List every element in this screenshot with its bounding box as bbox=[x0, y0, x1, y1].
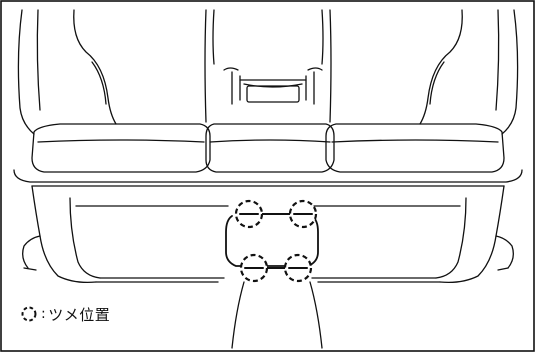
left-bolster bbox=[73, 9, 117, 125]
left-cushion bbox=[31, 123, 211, 173]
dashed-circle-icon bbox=[20, 305, 38, 323]
clip-tabs bbox=[239, 213, 313, 269]
front-left-inner bbox=[69, 197, 101, 279]
legend-label: ツメ位置 bbox=[48, 305, 111, 324]
left-bolster-crease bbox=[91, 61, 107, 105]
center-slot-curve bbox=[243, 83, 303, 88]
legend: : ツメ位置 bbox=[20, 304, 110, 324]
left-panel-seam bbox=[204, 9, 207, 123]
front-right-inner bbox=[435, 197, 467, 279]
right-seatback-inner-edge bbox=[495, 9, 500, 111]
right-bolster bbox=[419, 9, 463, 125]
right-cushion-seam bbox=[331, 139, 499, 143]
left-support-line bbox=[231, 281, 245, 349]
left-side-hook bbox=[22, 235, 41, 269]
center-slot-top-left bbox=[223, 67, 239, 71]
left-seatback-inner-edge bbox=[36, 9, 41, 111]
center-cushion bbox=[205, 123, 335, 173]
front-right-contour bbox=[439, 185, 505, 284]
right-panel-seam bbox=[329, 9, 332, 123]
right-panel-seam-inner bbox=[321, 9, 324, 65]
right-side-hook-tail bbox=[497, 267, 509, 271]
seat-outline bbox=[13, 9, 523, 349]
cushion-trim bbox=[13, 169, 523, 183]
center-slot-top-right bbox=[307, 67, 323, 71]
right-bolster-crease bbox=[429, 61, 445, 105]
left-seatback-edge bbox=[17, 9, 35, 135]
left-cushion-seam bbox=[37, 139, 205, 143]
right-cushion bbox=[325, 123, 505, 173]
left-side-hook-tail bbox=[23, 267, 37, 271]
right-side-hook bbox=[495, 235, 514, 269]
armrest-panel bbox=[246, 85, 300, 103]
center-cover-panel bbox=[225, 215, 319, 267]
front-left-contour bbox=[31, 185, 97, 284]
right-seatback-edge bbox=[501, 9, 519, 135]
center-cushion-seam bbox=[209, 139, 331, 143]
right-support-line bbox=[309, 281, 323, 349]
legend-separator: : bbox=[41, 306, 47, 322]
left-panel-seam-inner bbox=[212, 9, 215, 65]
